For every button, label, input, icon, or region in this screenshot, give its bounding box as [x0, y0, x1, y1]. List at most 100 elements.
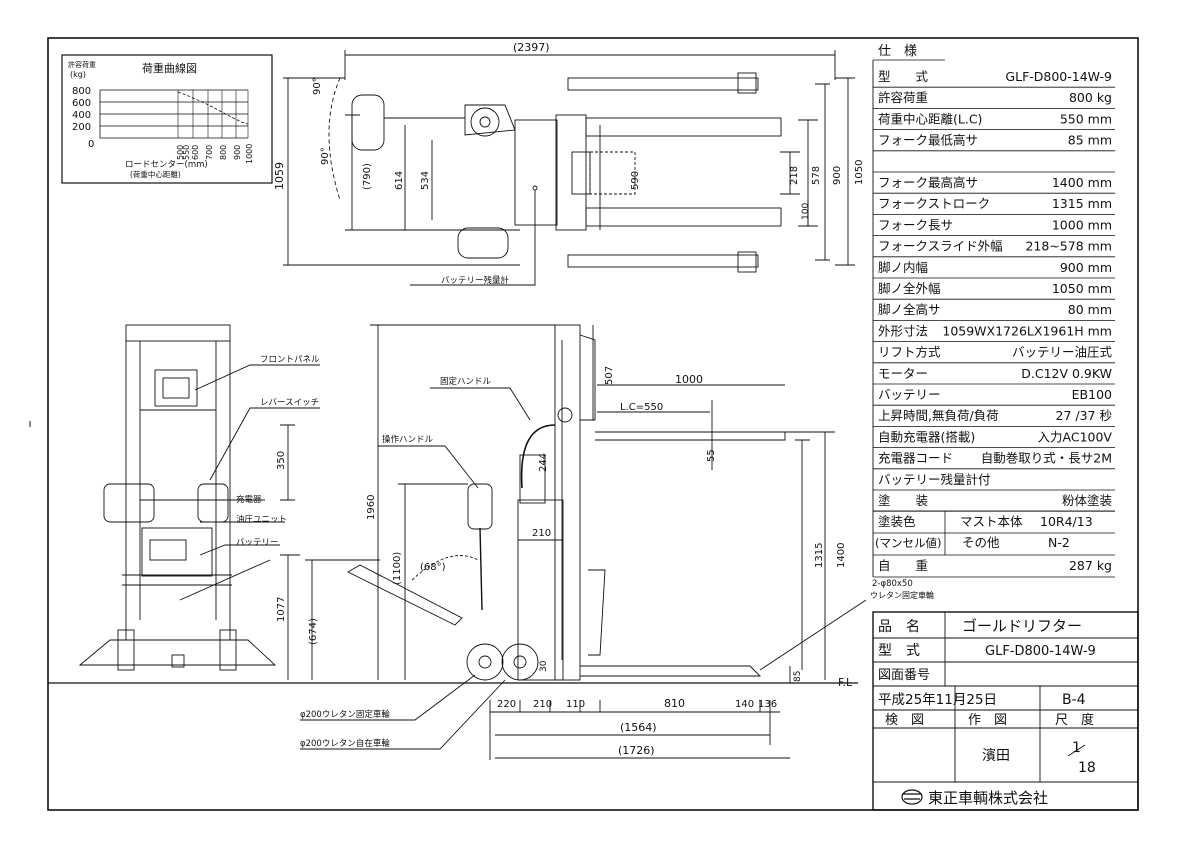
- tb-scale-slash: [1067, 744, 1086, 757]
- load-curve: [177, 91, 249, 125]
- title-block: 品 名 ゴールドリフター 型 式 GLF-D800-14W-9 図面番号 平成2…: [872, 611, 1139, 811]
- mast-top-cap: [125, 324, 231, 342]
- dim-1100: (1100): [392, 552, 403, 585]
- paint-mast-label: マスト本体: [960, 514, 1023, 529]
- leader-front-panel: [194, 364, 320, 391]
- dim-line-1077: [280, 554, 300, 680]
- title-block-frame: [872, 611, 1139, 811]
- dim-bottom-110: 110: [566, 699, 585, 710]
- leader-operation-handle: [378, 445, 479, 489]
- front-view: フロントパネル レバースイッチ 充電器 油圧ユニット バッテリー 350 107…: [78, 324, 380, 680]
- dim-line-1059: [283, 77, 520, 266]
- dim-bottom-210: 210: [533, 699, 552, 710]
- wheel-front-right: [219, 629, 237, 671]
- body-lines: [140, 409, 216, 501]
- spec-row-value: EB100: [1072, 387, 1112, 402]
- angle-68: (68°): [420, 562, 446, 573]
- dim-85: 85: [793, 671, 803, 682]
- mast-outer: [554, 324, 581, 681]
- dim-507: 507: [604, 366, 615, 385]
- dim-578: 578: [811, 166, 822, 185]
- wheel-fixed-hub: [478, 655, 492, 669]
- tb-scale-label: 尺 度: [1055, 712, 1094, 728]
- handle-grip-front-right: [197, 483, 229, 523]
- pivot-center: [479, 116, 491, 128]
- dim-2397: (2397): [513, 41, 550, 54]
- load-chart-xlabel: ロードセンター(mm): [125, 160, 208, 170]
- tb-drawing-no-label: 図面番号: [878, 668, 930, 683]
- leader-battery: [199, 544, 280, 556]
- tb-checked-label: 検 図: [885, 713, 924, 728]
- paint-other-value: N-2: [1048, 535, 1070, 550]
- caster-upper: [737, 72, 757, 94]
- dim-1000: 1000: [675, 373, 703, 386]
- dim-674: (674): [308, 618, 319, 645]
- fork-lowered: [580, 665, 762, 677]
- battery-meter-dot: [532, 185, 538, 191]
- spec-row-value: 800 kg: [1069, 90, 1112, 105]
- hydraulic-unit-body: [141, 527, 213, 577]
- tb-scale-num: 1: [1072, 740, 1081, 756]
- load-chart-xlabel-sub: (荷重中心距離): [130, 169, 181, 179]
- dim-line-900: [815, 83, 830, 261]
- spec-row-value: 1315 mm: [1052, 196, 1112, 211]
- front-panel: [154, 369, 198, 407]
- tb-company: 東正車輌株式会社: [928, 789, 1048, 807]
- dim-1960: 1960: [366, 495, 377, 520]
- company-logo: [901, 789, 923, 805]
- body-side: [517, 499, 564, 681]
- load-chart-frame: [61, 54, 273, 184]
- dim-100: 100: [801, 203, 811, 220]
- spec-row-label: 充電器コード: [878, 451, 953, 466]
- dim-bottom-810: 810: [664, 697, 685, 710]
- spec-row-label: バッテリー残量計付: [878, 472, 991, 487]
- leader-lever-switch: [209, 407, 320, 481]
- dim-1077: 1077: [276, 597, 287, 622]
- label-charger: 充電器: [236, 494, 262, 505]
- spec-row-value: 550 mm: [1060, 111, 1112, 126]
- dim-350: 350: [276, 451, 287, 470]
- carriage-lower: [588, 569, 606, 656]
- paint-mast-value: 10R4/13: [1040, 514, 1093, 529]
- leader-fixed-handle: [430, 387, 531, 421]
- leg-lower: [567, 254, 759, 268]
- dim-lc: L.C=550: [620, 402, 663, 413]
- handle-grip-front: [103, 483, 155, 523]
- spec-row-value: 1059WX1726LX1961H mm: [942, 323, 1112, 338]
- dim-bottom-220: 220: [497, 699, 516, 710]
- weight-value: 287 kg: [1069, 558, 1112, 573]
- load-chart-title: 荷重曲線図: [142, 61, 197, 75]
- carriage-center: [571, 151, 591, 195]
- xtick-500: 500: [176, 145, 185, 160]
- fork-lower: [585, 207, 782, 227]
- angle-68-arc: [411, 555, 479, 581]
- spec-row-label: フォークスライド外幅: [878, 239, 1003, 254]
- battery-strap: [179, 559, 271, 601]
- spec-row-label: モーター: [878, 366, 928, 381]
- xtick-1000: 1000: [245, 144, 254, 164]
- dim-590: 590: [630, 171, 641, 190]
- spec-row-value: GLF-D800-14W-9: [1005, 69, 1112, 84]
- ytick-400: 400: [72, 110, 91, 121]
- spec-heading: 仕 様: [878, 44, 917, 59]
- tb-drawn-by: 濱田: [982, 748, 1010, 764]
- spec-row-value: 自動巻取り式・長サ2M: [981, 451, 1112, 466]
- battery-meter-label: バッテリー残量計: [441, 275, 510, 286]
- xtick-550: 550: [182, 145, 191, 160]
- operation-handle-shaft: [479, 527, 483, 611]
- caster-lower: [737, 251, 757, 273]
- load-chart-vgrid: [177, 90, 249, 138]
- dim-line-1315: [795, 439, 810, 670]
- tb-drawn-label: 作 図: [968, 713, 1007, 728]
- spec-row-value: バッテリー油圧式: [1012, 345, 1113, 360]
- spec-row-value: 入力AC100V: [1038, 429, 1113, 444]
- spec-row-label: 型 式: [878, 69, 929, 84]
- xtick-800: 800: [219, 145, 228, 160]
- dim-line-1100: [398, 483, 468, 680]
- xtick-900: 900: [233, 145, 242, 160]
- dim-210-inner: 210: [532, 528, 551, 539]
- control-box: [519, 454, 546, 504]
- battery-meter-leader: [410, 190, 536, 286]
- handle-grip-bottom: [457, 227, 509, 259]
